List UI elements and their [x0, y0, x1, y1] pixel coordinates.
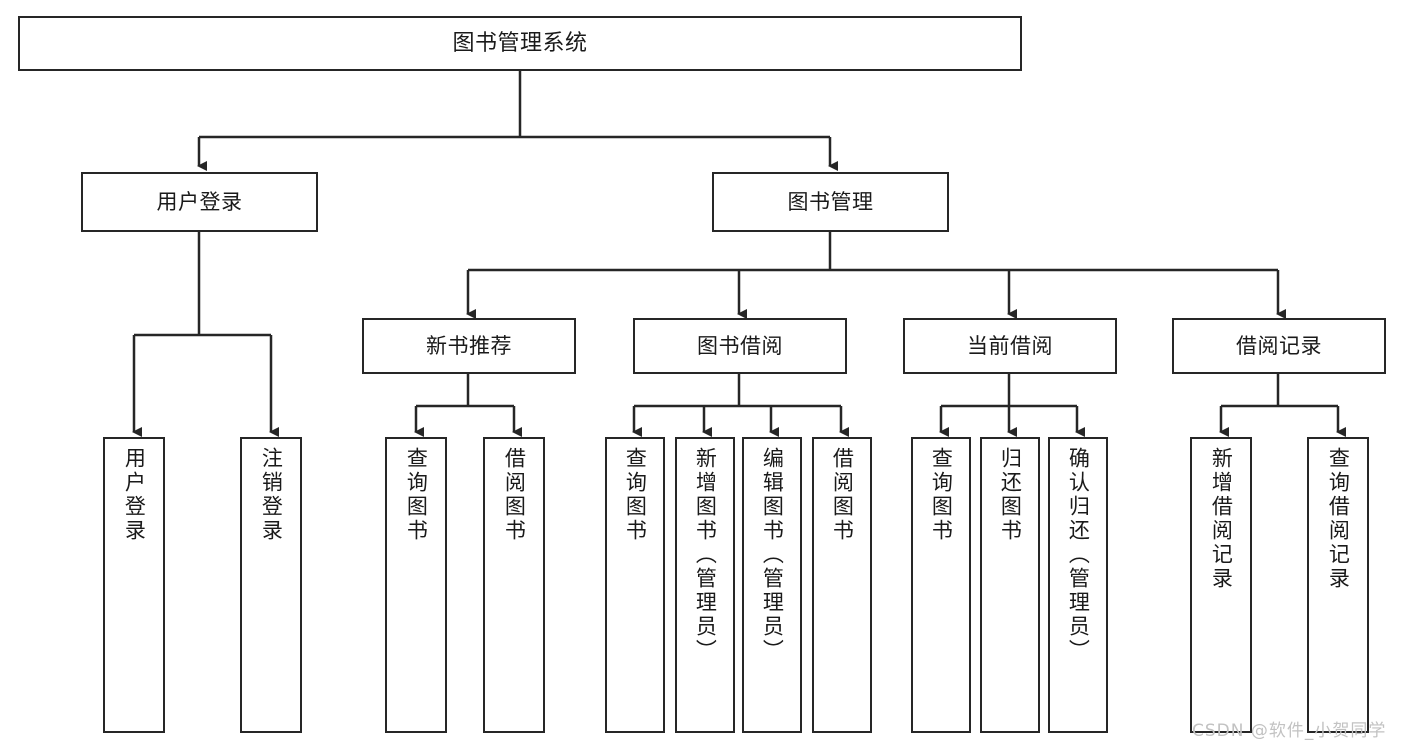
leaf-borrow-book-recommend[interactable]: 借阅图书	[483, 437, 545, 733]
leaf-edit-book-admin[interactable]: 编辑图书（管理员）	[742, 437, 802, 733]
node-borrow-record[interactable]: 借阅记录	[1172, 318, 1386, 374]
leaf-user-login[interactable]: 用户登录	[103, 437, 165, 733]
node-user-login[interactable]: 用户登录	[81, 172, 318, 232]
leaf-query-book-current[interactable]: 查询图书	[911, 437, 971, 733]
node-label: 当前借阅	[967, 333, 1053, 358]
node-label: 编辑图书（管理员）	[760, 447, 785, 663]
leaf-query-borrow-record[interactable]: 查询借阅记录	[1307, 437, 1369, 733]
leaf-query-book-borrow[interactable]: 查询图书	[605, 437, 665, 733]
node-label: 借阅图书	[502, 447, 527, 543]
node-label: 图书管理	[787, 189, 874, 214]
node-new-book-recommend[interactable]: 新书推荐	[362, 318, 576, 374]
leaf-return-book[interactable]: 归还图书	[980, 437, 1040, 733]
leaf-logout[interactable]: 注销登录	[240, 437, 302, 733]
node-label: 新增图书（管理员）	[693, 447, 718, 663]
node-label: 借阅记录	[1236, 333, 1322, 358]
node-label: 归还图书	[998, 447, 1023, 543]
node-label: 用户登录	[156, 189, 243, 214]
node-label: 查询借阅记录	[1326, 447, 1351, 591]
leaf-confirm-return-admin[interactable]: 确认归还（管理员）	[1048, 437, 1108, 733]
leaf-query-book-recommend[interactable]: 查询图书	[385, 437, 447, 733]
node-label: 借阅图书	[830, 447, 855, 543]
node-label: 查询图书	[404, 447, 429, 543]
node-label: 查询图书	[623, 447, 648, 543]
node-current-borrow[interactable]: 当前借阅	[903, 318, 1117, 374]
node-root-system[interactable]: 图书管理系统	[18, 16, 1022, 71]
node-label: 确认归还（管理员）	[1066, 447, 1091, 663]
node-label: 新书推荐	[426, 333, 512, 358]
node-label: 注销登录	[259, 447, 284, 543]
node-label: 图书借阅	[697, 333, 783, 358]
node-book-borrow[interactable]: 图书借阅	[633, 318, 847, 374]
node-label: 新增借阅记录	[1209, 447, 1234, 591]
node-label: 图书管理系统	[452, 30, 588, 56]
node-book-management[interactable]: 图书管理	[712, 172, 949, 232]
node-label: 用户登录	[122, 447, 147, 543]
csdn-watermark: CSDN @软件_小贺同学	[1192, 721, 1387, 741]
leaf-add-book-admin[interactable]: 新增图书（管理员）	[675, 437, 735, 733]
node-label: 查询图书	[929, 447, 954, 543]
leaf-borrow-book[interactable]: 借阅图书	[812, 437, 872, 733]
leaf-add-borrow-record[interactable]: 新增借阅记录	[1190, 437, 1252, 733]
